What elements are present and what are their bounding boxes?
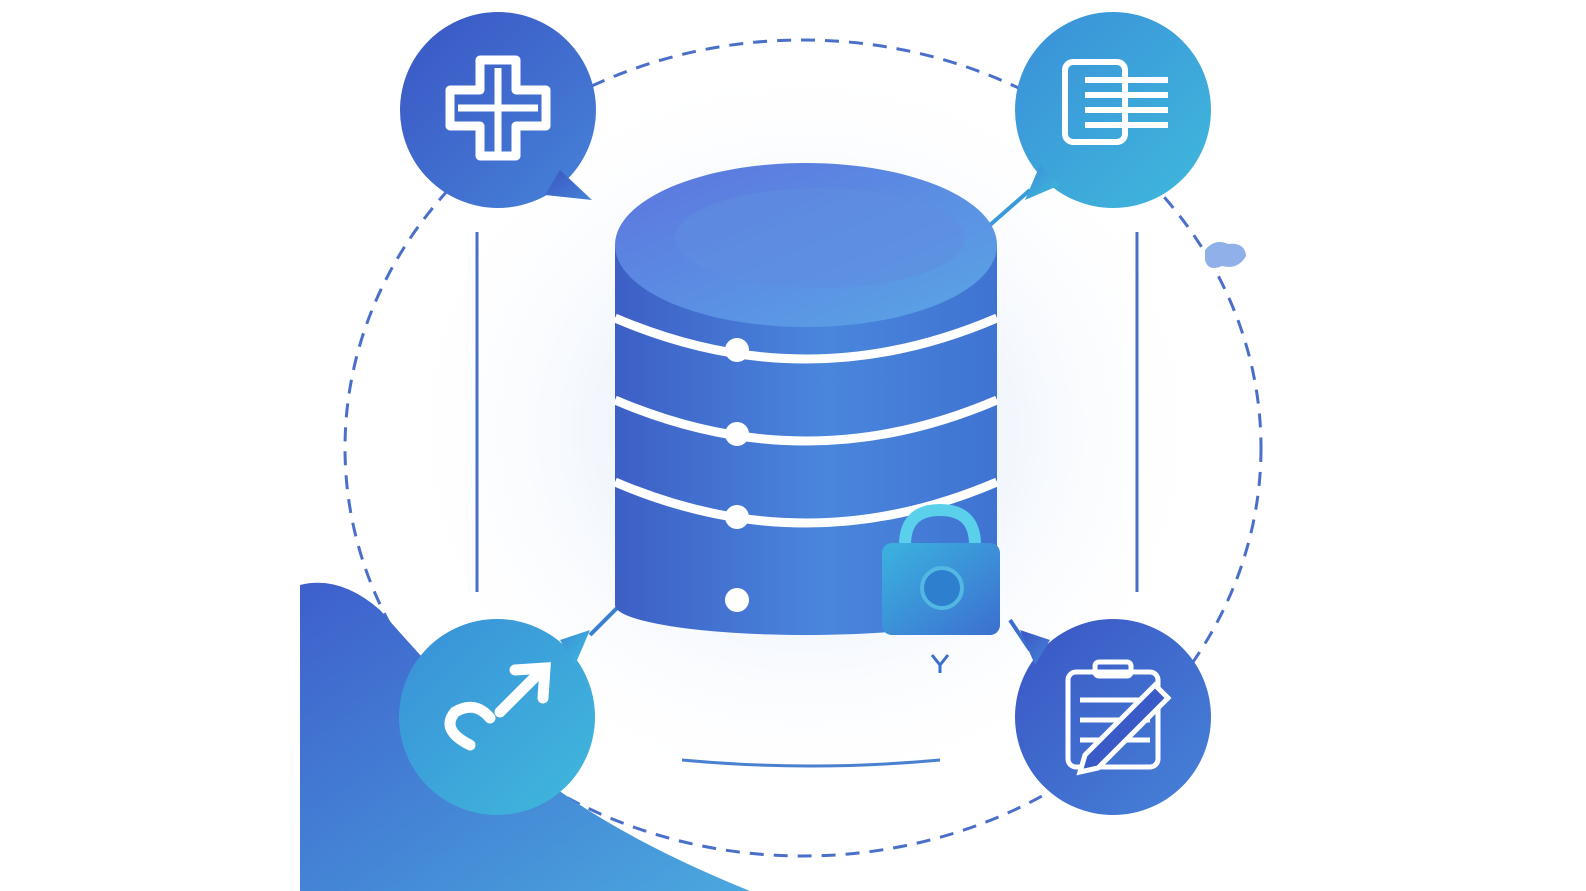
clipboard-bubble: [1015, 619, 1211, 815]
connector-arc-bottom: [681, 758, 941, 768]
document-icon: [1062, 59, 1168, 145]
puzzle-icon: [1205, 242, 1246, 268]
dashed-ring: [343, 38, 1263, 858]
connector-top-right: [988, 188, 1032, 227]
lock-icon: [882, 503, 1000, 673]
document-bubble: [1015, 12, 1211, 208]
clipboard-pen-icon: [1065, 659, 1172, 776]
connect-bubble: [399, 619, 595, 815]
plus-bubble: [400, 12, 596, 208]
plus-icon: [445, 55, 551, 161]
connect-arrow-icon: [444, 662, 551, 751]
decorative-wave: [300, 582, 750, 891]
